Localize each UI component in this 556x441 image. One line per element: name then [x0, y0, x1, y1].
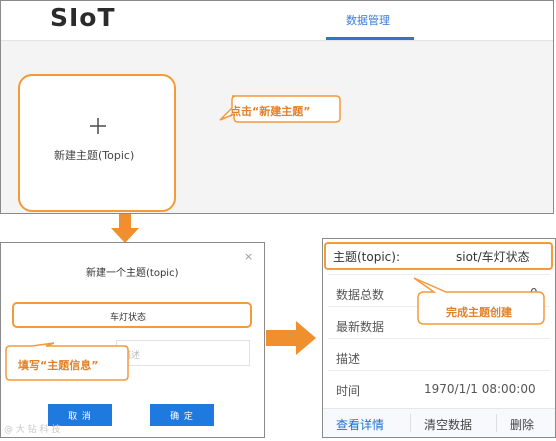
- description-label: 描述: [336, 352, 361, 366]
- arrow-right-icon: [266, 321, 316, 355]
- total-count-label: 数据总数: [336, 288, 385, 302]
- row-divider: [328, 274, 550, 275]
- description-placeholder: 描述: [122, 351, 141, 361]
- new-topic-card[interactable]: [18, 74, 176, 212]
- callout-click-new-topic: [219, 95, 341, 123]
- confirm-button[interactable]: 确 定: [150, 404, 214, 426]
- delete-button[interactable]: 删除: [510, 418, 535, 432]
- topic-label: 主题(topic):: [333, 250, 401, 264]
- plus-icon: [90, 118, 106, 134]
- cancel-button[interactable]: 取 消: [48, 404, 112, 426]
- dialog-title: 新建一个主题(topic): [86, 268, 179, 279]
- clear-data-button[interactable]: 清空数据: [424, 418, 473, 432]
- callout-fill-topic-info: [5, 342, 129, 381]
- row-divider: [328, 338, 550, 339]
- callout2-text: 填写“主题信息”: [18, 359, 99, 372]
- card-footer: [323, 408, 555, 437]
- topic-header-highlight: [324, 242, 553, 270]
- footer-separator: [496, 414, 497, 432]
- latest-data-label: 最新数据: [336, 320, 385, 334]
- footer-separator: [410, 414, 411, 432]
- callout1-text: 点击“新建主题”: [230, 105, 311, 118]
- topic-name-input[interactable]: [12, 302, 252, 328]
- siot-logo: SIoT: [50, 3, 116, 32]
- topic-name-value: 车灯状态: [110, 313, 147, 323]
- top-header: [1, 1, 553, 41]
- watermark: @ 大 钻 科 技: [4, 425, 61, 435]
- close-icon[interactable]: ×: [244, 250, 254, 263]
- new-topic-label: 新建主题(Topic): [54, 149, 135, 162]
- view-details-button[interactable]: 查看详情: [336, 418, 385, 432]
- description-input[interactable]: [116, 340, 250, 366]
- time-label: 时间: [336, 384, 361, 398]
- row-divider: [328, 370, 550, 371]
- arrow-down-icon: [111, 214, 139, 243]
- time-value: 1970/1/1 08:00:00: [424, 382, 536, 396]
- callout-topic-created: [413, 277, 545, 325]
- topic-value: siot/车灯状态: [456, 250, 530, 264]
- nav-active-underline: [326, 37, 414, 40]
- callout3-text: 完成主题创建: [446, 306, 512, 319]
- nav-data-management[interactable]: 数据管理: [346, 14, 390, 27]
